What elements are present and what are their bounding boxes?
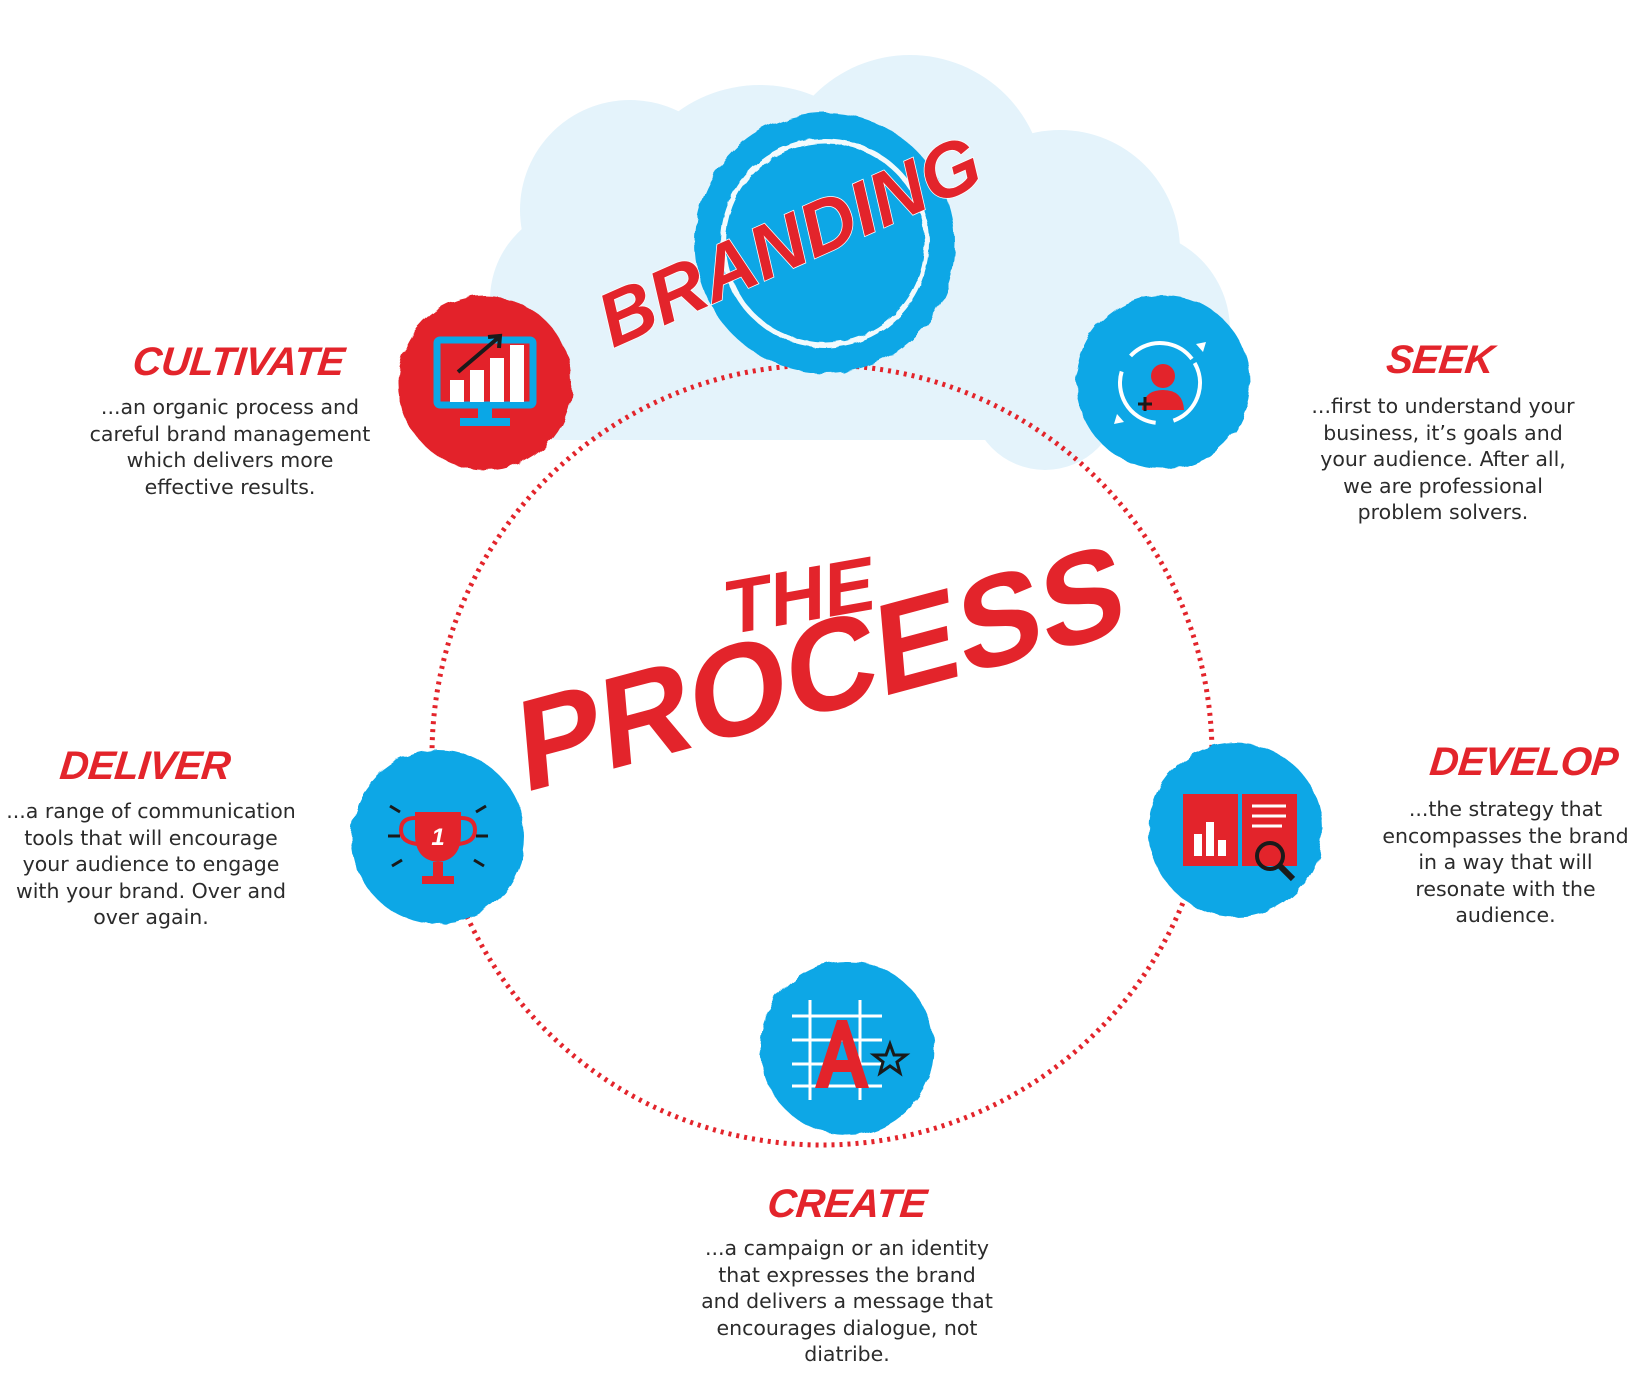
cultivate-line: careful brand management — [89, 421, 371, 446]
seek-line: ...first to understand your — [1311, 394, 1575, 418]
cultivate-description: ...an organic process and careful brand … — [65, 394, 395, 500]
create-line: ...a campaign or an identity — [705, 1236, 989, 1260]
create-description: ...a campaign or an identity that expres… — [677, 1235, 1017, 1368]
deliver-line: with your brand. Over and — [15, 878, 287, 903]
develop-node — [1149, 743, 1323, 917]
create-line: and delivers a message that — [701, 1289, 993, 1313]
seek-node — [1076, 295, 1250, 469]
deliver-line: ...a range of communication — [6, 799, 296, 823]
develop-description: ...the strategy that encompasses the bra… — [1373, 796, 1638, 929]
seek-line: business, it’s goals and — [1323, 420, 1563, 445]
create-node — [760, 961, 934, 1135]
develop-line: in a way that will — [1418, 850, 1593, 874]
deliver-node: 1 — [351, 750, 525, 924]
create-line: that expresses the brand — [718, 1262, 976, 1287]
trophy-number: 1 — [431, 824, 444, 851]
develop-line: encompasses the brand — [1382, 823, 1629, 848]
deliver-line: over again. — [93, 905, 209, 929]
seek-line: your audience. After all, — [1320, 447, 1566, 471]
deliver-description: ...a range of communication tools that w… — [0, 798, 302, 931]
create-line: diatribe. — [804, 1342, 890, 1366]
create-heading: CREATE — [765, 1182, 929, 1226]
monitor-growth-chart-icon — [433, 333, 537, 426]
seek-heading: SEEK — [1384, 338, 1496, 382]
seek-description: ...first to understand your business, it… — [1283, 393, 1603, 526]
cultivate-line: which delivers more — [126, 448, 334, 472]
seek-line: we are professional — [1343, 473, 1543, 498]
deliver-heading: DELIVER — [57, 744, 233, 788]
person-refresh-icon — [1114, 341, 1206, 425]
create-line: encourages dialogue, not — [716, 1315, 978, 1340]
cultivate-node — [398, 296, 572, 470]
cultivate-line: ...an organic process and — [100, 395, 360, 419]
develop-heading: DEVELOP — [1427, 740, 1621, 784]
seek-line: problem solvers. — [1357, 500, 1529, 524]
trophy-number-one-icon: 1 — [388, 804, 488, 884]
cultivate-heading: CULTIVATE — [130, 340, 347, 384]
develop-line: audience. — [1455, 903, 1556, 927]
develop-line: resonate with the — [1415, 876, 1596, 901]
book-chart-magnifier-icon — [1183, 794, 1297, 882]
cultivate-line: effective results. — [144, 474, 316, 499]
letter-a-star-grid-icon — [792, 1000, 911, 1100]
deliver-line: your audience to engage — [22, 852, 280, 876]
deliver-line: tools that will encourage — [24, 825, 278, 850]
develop-line: ...the strategy that — [1408, 797, 1603, 821]
